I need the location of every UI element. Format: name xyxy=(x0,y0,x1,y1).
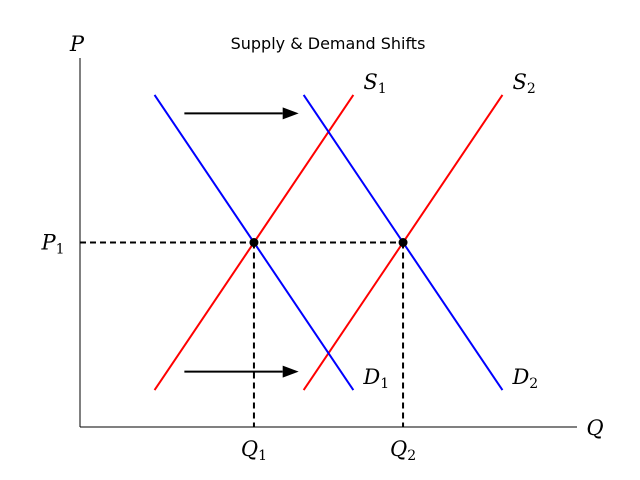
curves xyxy=(153,94,504,391)
curve-label-d2: D2 xyxy=(511,365,538,392)
equilibrium-point-2 xyxy=(398,238,408,247)
y-axis-label: P xyxy=(69,32,85,56)
shift-arrow-head-1 xyxy=(282,107,299,120)
shift-arrow-head-2 xyxy=(282,365,299,378)
shift-arrows xyxy=(184,107,299,378)
quantity-label-1: Q1 xyxy=(241,437,267,464)
x-axis-label: Q xyxy=(586,416,603,440)
equilibrium-points xyxy=(249,238,408,247)
curve-label-s2: S2 xyxy=(512,70,535,97)
chart-title: Supply & Demand Shifts xyxy=(231,34,426,53)
guide-lines xyxy=(80,241,405,427)
curve-label-d1: D1 xyxy=(362,365,389,392)
equilibrium-point-1 xyxy=(249,238,259,247)
price-label: P1 xyxy=(40,231,64,258)
curve-label-s1: S1 xyxy=(363,70,386,97)
quantity-label-2: Q2 xyxy=(390,437,416,464)
